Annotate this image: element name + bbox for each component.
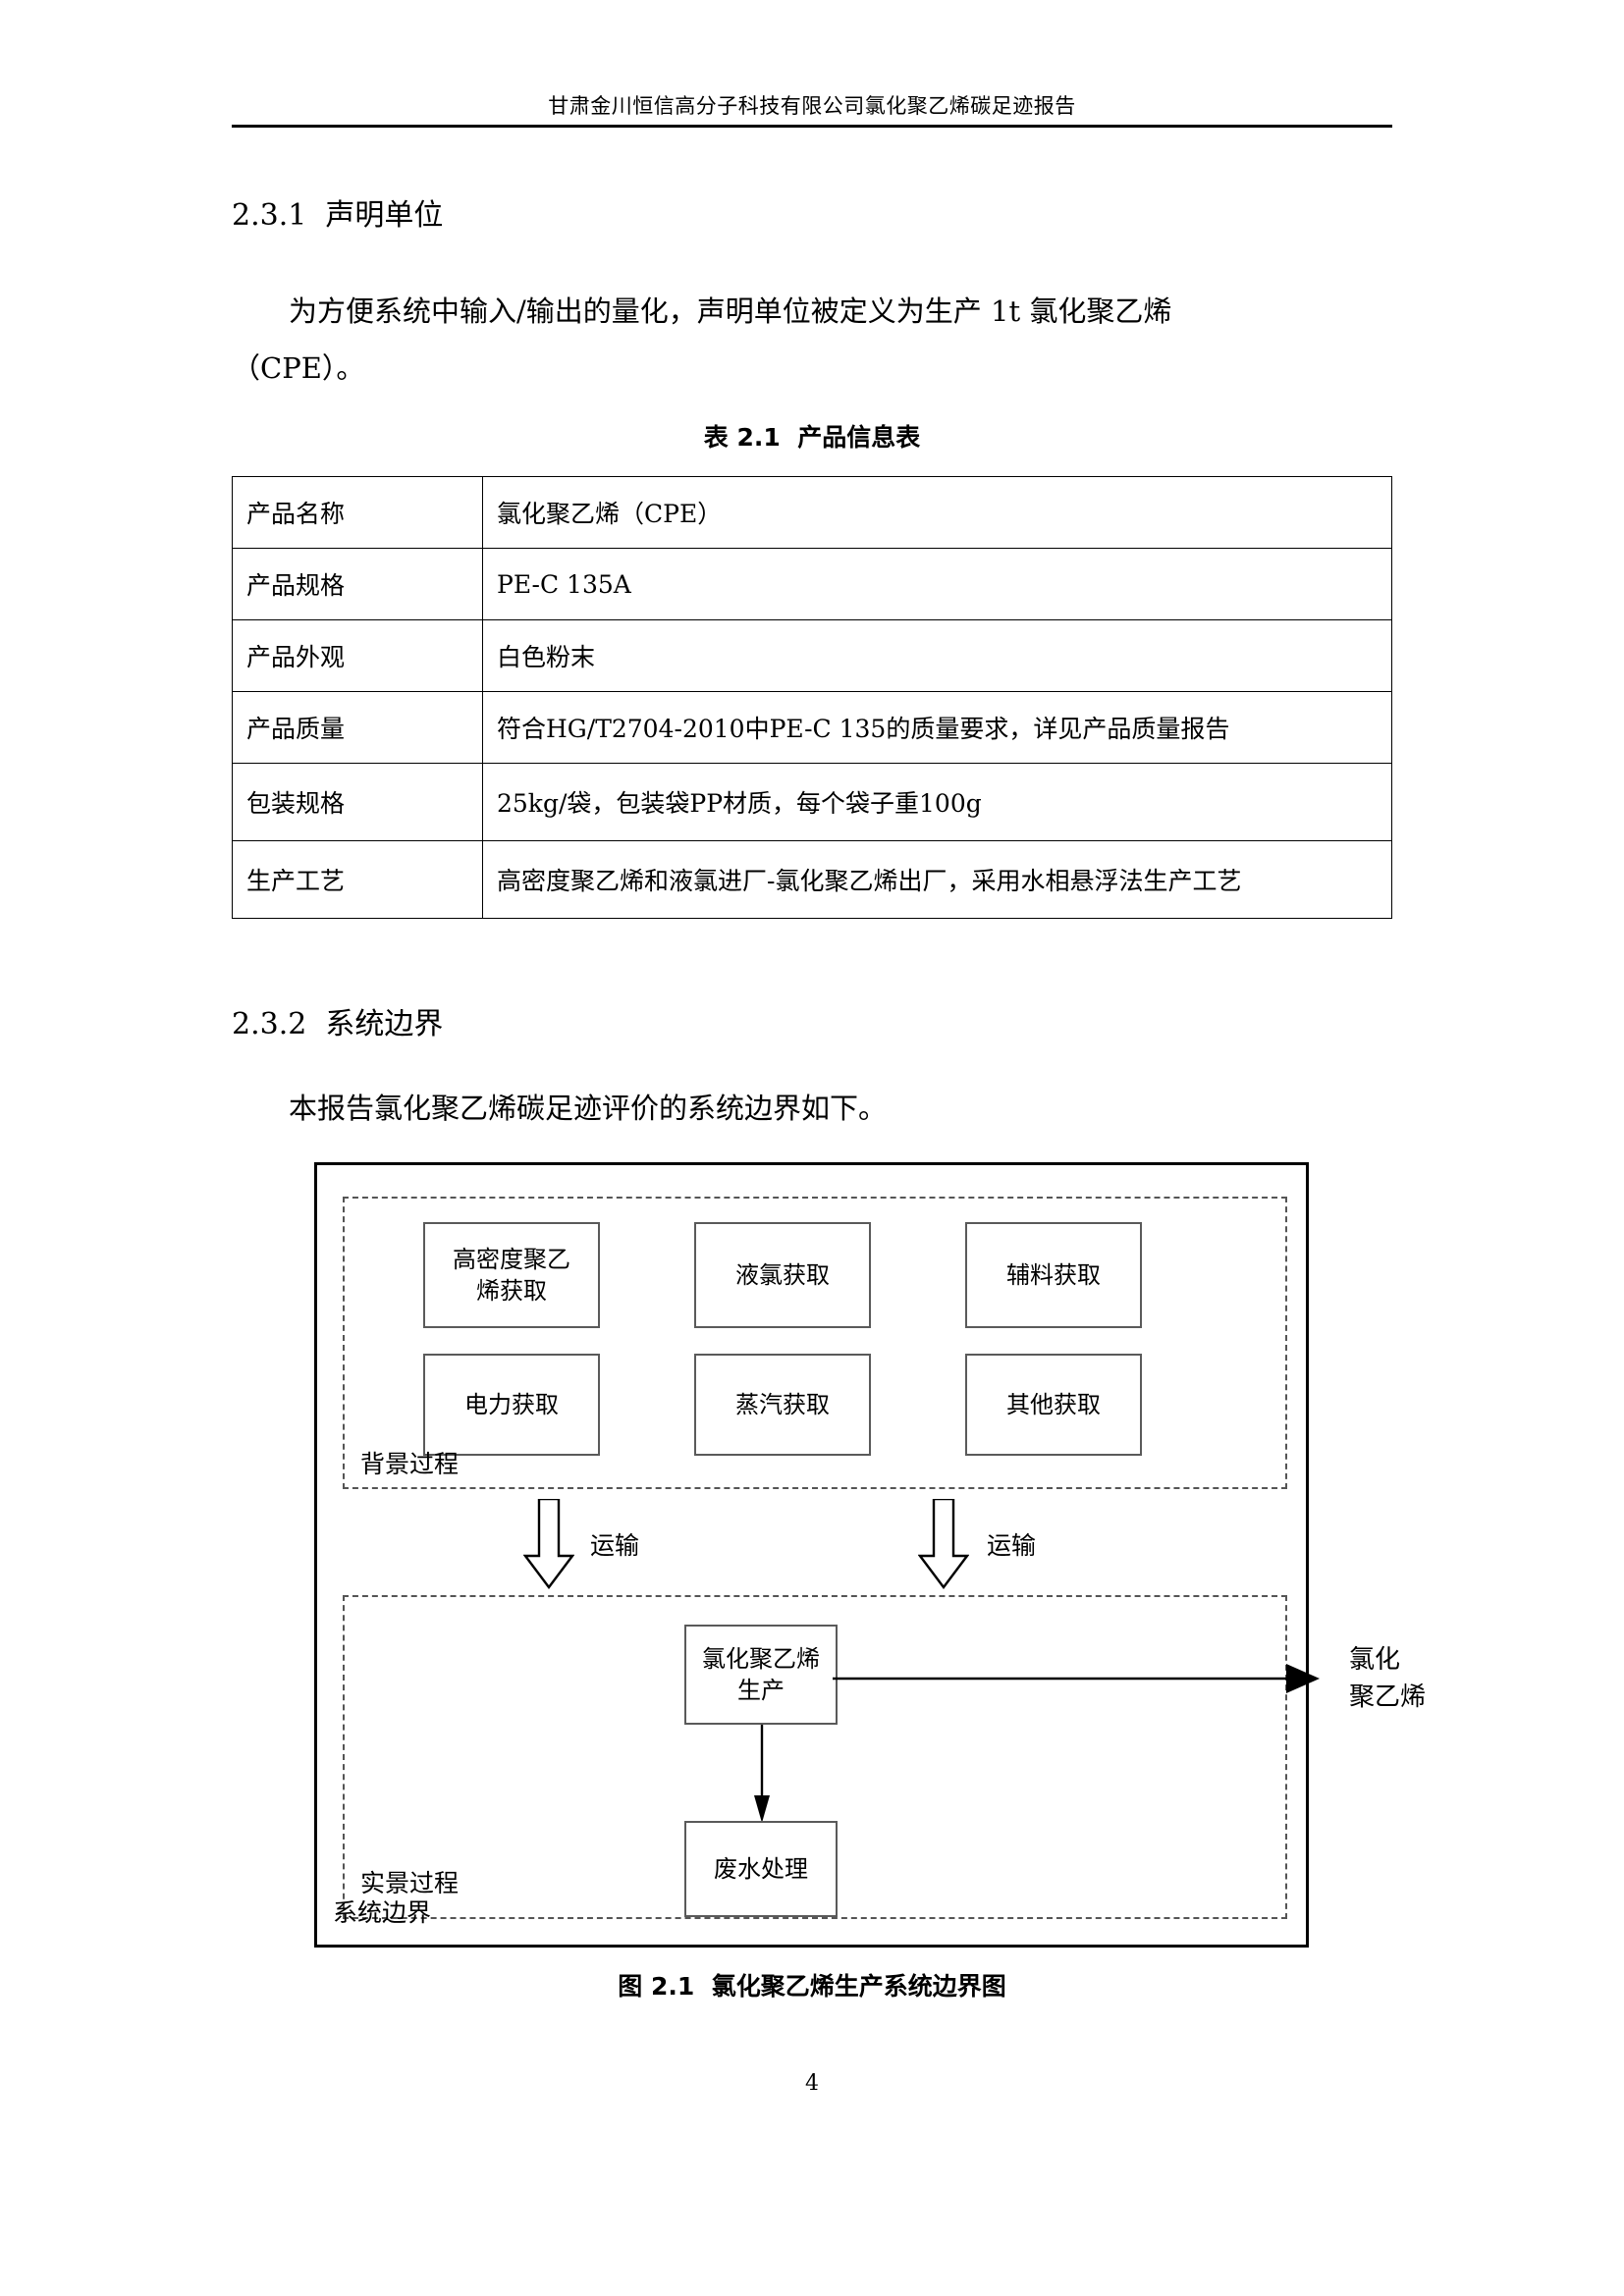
figure-caption: 图 2.1 氯化聚乙烯生产系统边界图 [618,1972,1006,2001]
header-rule [232,125,1392,129]
table-row: 产品规格 PE-C 135A [232,548,1392,620]
page-header: 甘肃金川恒信高分子科技有限公司氯化聚乙烯碳足迹报告 [232,94,1392,129]
table-cell-value: 白色粉末 [482,619,1392,692]
product-output-label: 氯化聚乙烯 [1349,1645,1427,1712]
system-boundary-diagram: 高密度聚乙烯获取 液氯获取 辅料获取 电力获取 蒸汽获取 其他获取 背景过程 运… [314,1162,1309,1948]
table-row: 产品外观 白色粉末 [232,619,1392,692]
process-box-liquid-chlorine-acquisition: 液氯获取 [694,1222,871,1328]
section-2-3-1-paragraph-line-1: 为方便系统中输入/输出的量化，声明单位被定义为生产 1t 氯化聚乙烯 [289,294,1172,328]
process-box-electricity-acquisition: 电力获取 [423,1354,600,1456]
process-box-other-acquisition: 其他获取 [965,1354,1142,1456]
process-box-steam-acquisition: 蒸汽获取 [694,1354,871,1456]
product-info-table: 产品名称 氯化聚乙烯（CPE） 产品规格 PE-C 135A 产品外观 白色粉末… [232,476,1392,919]
page-number: 4 [805,2071,819,2096]
table-cell-value: PE-C 135A [482,548,1392,620]
background-process-label: 背景过程 [360,1450,460,1478]
table-row: 产品名称 氯化聚乙烯（CPE） [232,476,1392,549]
table-cell-value: 氯化聚乙烯（CPE） [482,476,1392,549]
running-header-title: 甘肃金川恒信高分子科技有限公司氯化聚乙烯碳足迹报告 [548,94,1076,118]
table-row: 产品质量 符合HG/T2704-2010中PE-C 135的质量要求，详见产品质… [232,691,1392,764]
foreground-process-label: 实景过程 [360,1869,460,1897]
section-2-3-2-paragraph-line-1: 本报告氯化聚乙烯碳足迹评价的系统边界如下。 [289,1092,888,1125]
table-cell-key: 包装规格 [232,763,483,841]
transport-label-right: 运输 [987,1531,1037,1560]
table-row: 包装规格 25kg/袋，包装袋PP材质，每个袋子重100g [232,763,1392,841]
table-cell-key: 产品规格 [232,548,483,620]
table-cell-key: 生产工艺 [232,840,483,919]
table-row: 生产工艺 高密度聚乙烯和液氯进厂-氯化聚乙烯出厂，采用水相悬浮法生产工艺 [232,840,1392,919]
transport-arrow-right-icon [918,1499,969,1589]
process-box-hdpe-acquisition: 高密度聚乙烯获取 [423,1222,600,1328]
transport-arrow-left-icon [523,1499,574,1589]
foreground-process-group [343,1595,1287,1919]
background-process-group [343,1197,1287,1489]
process-box-auxiliary-material-acquisition: 辅料获取 [965,1222,1142,1328]
transport-label-left: 运输 [590,1531,640,1560]
table-cell-key: 产品外观 [232,619,483,692]
table-cell-value: 25kg/袋，包装袋PP材质，每个袋子重100g [482,763,1392,841]
section-heading-2-3-1: 2.3.1 声明单位 [232,198,444,233]
table-cell-key: 产品名称 [232,476,483,549]
product-output-arrow-icon [833,1664,1320,1693]
table-cell-key: 产品质量 [232,691,483,764]
section-2-3-1-paragraph-line-2: （CPE）。 [232,351,365,385]
section-heading-2-3-2: 2.3.2 系统边界 [232,1007,444,1041]
production-to-wastewater-arrow-icon [754,1725,770,1823]
table-cell-value: 符合HG/T2704-2010中PE-C 135的质量要求，详见产品质量报告 [482,691,1392,764]
table-caption: 表 2.1 产品信息表 [703,423,921,452]
process-box-wastewater-treatment: 废水处理 [684,1821,838,1917]
system-boundary-label: 系统边界 [333,1898,432,1927]
table-cell-value: 高密度聚乙烯和液氯进厂-氯化聚乙烯出厂，采用水相悬浮法生产工艺 [482,840,1392,919]
process-box-cpe-production: 氯化聚乙烯生产 [684,1625,838,1725]
